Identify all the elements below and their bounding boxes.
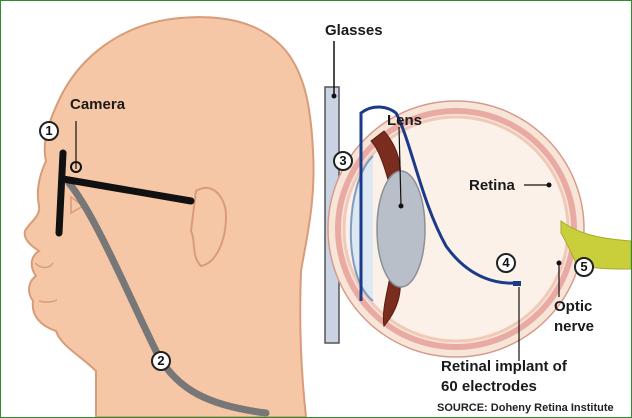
leader-retina-dot [547,183,552,188]
label-optic-line1: Optic [554,299,592,314]
label-lens: Lens [387,113,422,128]
label-implant-line1: Retinal implant of [441,359,567,374]
label-implant-line2: 60 electrodes [441,379,537,394]
marker-5: 5 [574,257,594,277]
leader-optic-dot [557,261,562,266]
label-retina: Retina [469,178,515,193]
marker-3: 3 [333,151,353,171]
label-camera: Camera [70,97,125,112]
retinal-implant [513,281,521,286]
leader-lens-dot [399,204,404,209]
label-optic-line2: nerve [554,319,594,334]
glasses-front-rim [59,153,63,233]
marker-4: 4 [496,253,516,273]
leader-glasses-dot [332,94,337,99]
marker-1: 1 [39,121,59,141]
source-credit: SOURCE: Doheny Retina Institute [437,403,614,414]
label-glasses: Glasses [325,23,383,38]
marker-2: 2 [151,351,171,371]
